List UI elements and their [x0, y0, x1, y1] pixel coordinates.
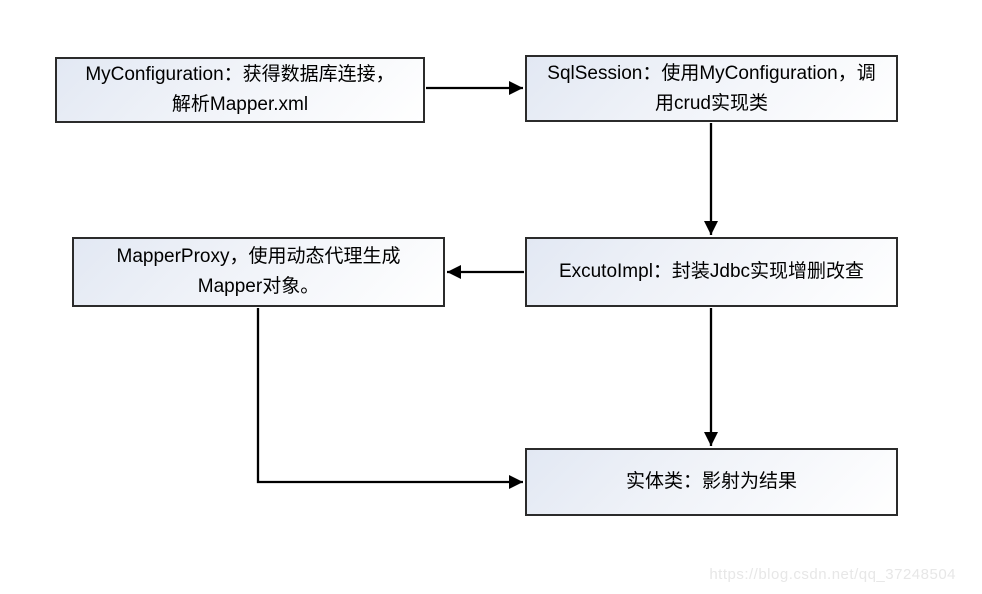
node-entity: 实体类：影射为结果 [525, 448, 898, 516]
node-sqlsession: SqlSession：使用MyConfiguration，调 用crud实现类 [525, 55, 898, 122]
node-sqlsession-line1: SqlSession：使用MyConfiguration，调 [547, 62, 876, 84]
arrow-mapperproxy-to-entity [256, 308, 523, 489]
node-entity-line1: 实体类：影射为结果 [625, 471, 797, 492]
node-myconfiguration-line2: 解析Mapper.xml [171, 94, 309, 115]
node-sqlsession-line2: 用crud实现类 [655, 92, 768, 114]
node-myconfiguration: MyConfiguration：获得数据库连接， 解析Mapper.xml [55, 57, 425, 123]
node-excutoimpl-line1: ExcutoImpl：封装Jdbc实现增删改查 [558, 261, 865, 282]
node-excutoimpl: ExcutoImpl：封装Jdbc实现增删改查 [525, 237, 898, 307]
node-mapperproxy-line1: MapperProxy，使用动态代理生成 [116, 246, 401, 267]
csdn-watermark: https://blog.csdn.net/qq_37248504 [709, 566, 956, 583]
node-mapperproxy: MapperProxy，使用动态代理生成 Mapper对象。 [72, 237, 445, 307]
node-mapperproxy-line2: Mapper对象。 [197, 276, 320, 297]
node-myconfiguration-line1: MyConfiguration：获得数据库连接， [85, 64, 395, 85]
